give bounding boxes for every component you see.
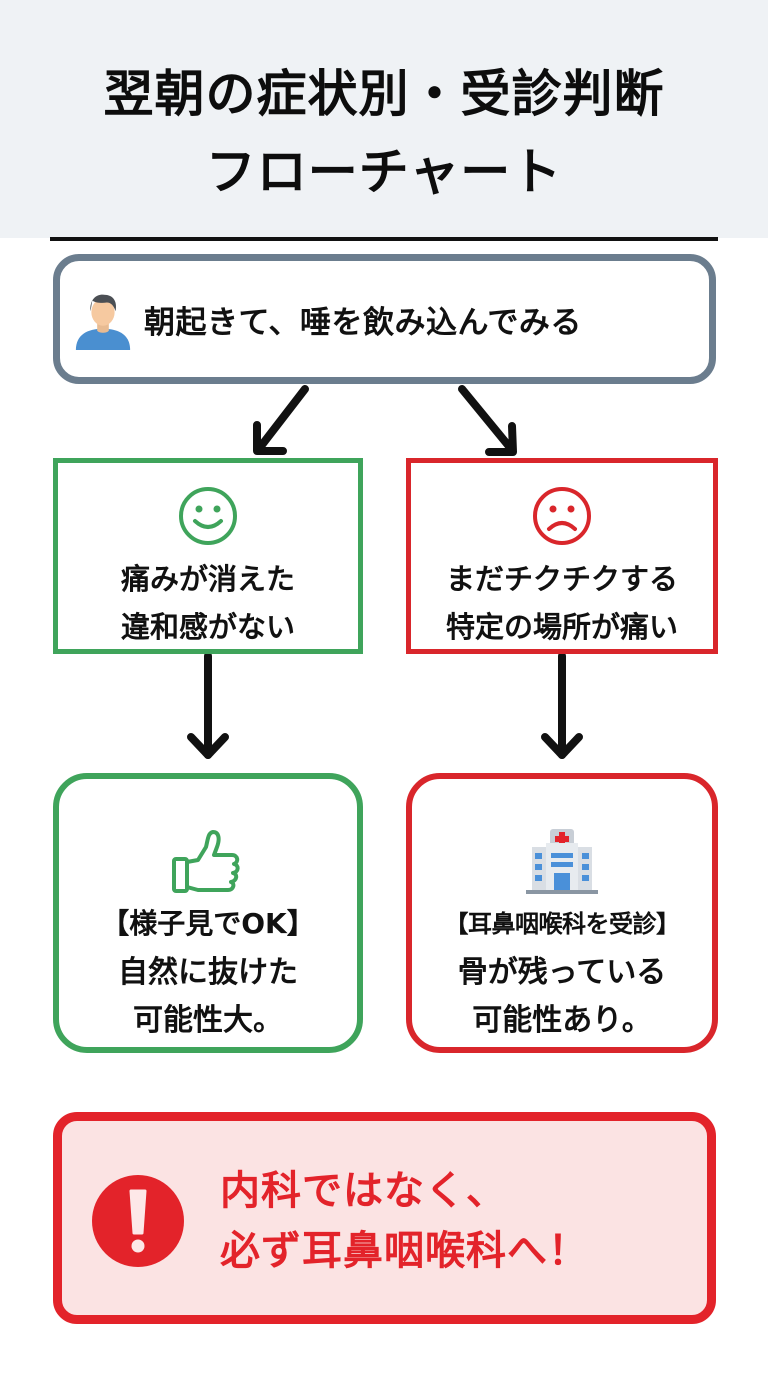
arrow-to-bad-branch <box>458 385 517 456</box>
bad-symptom-line-1: まだチクチクする <box>445 562 678 596</box>
warning-line-2: 必ず耳鼻咽喉科へ！ <box>220 1228 589 1274</box>
good-result-tag: 【様子見でOK】 <box>101 907 315 940</box>
start-node-text: 朝起きて、唾を飲み込んでみる <box>144 304 582 341</box>
exclamation-icon <box>92 1175 184 1267</box>
good-symptom-line-2: 違和感がない <box>120 610 295 644</box>
page-title-line-2: フローチャート <box>205 143 563 201</box>
bad-result-tag: 【耳鼻咽喉科を受診】 <box>444 910 681 938</box>
bad-symptom-box: まだチクチクする 特定の場所が痛い <box>406 458 718 654</box>
bad-result-line-2: 可能性あり。 <box>472 1003 652 1038</box>
good-result-line-2: 可能性大。 <box>133 1003 283 1038</box>
arrow-to-good-branch <box>253 385 309 455</box>
good-result-line-1: 自然に抜けた <box>118 955 298 990</box>
thumbs-up-icon <box>172 830 240 893</box>
good-symptom-line-1: 痛みが消えた <box>120 562 295 596</box>
bad-result-line-1: 骨が残っている <box>457 955 667 990</box>
bad-result-box: 【耳鼻咽喉科を受診】 骨が残っている 可能性あり。 <box>406 773 718 1053</box>
title-divider <box>50 237 718 241</box>
warning-banner: 内科ではなく、 必ず耳鼻咽喉科へ！ <box>53 1112 716 1324</box>
good-result-box: 【様子見でOK】 自然に抜けた 可能性大。 <box>53 773 363 1053</box>
start-node: 朝起きて、唾を飲み込んでみる <box>53 254 716 384</box>
warning-line-1: 内科ではなく、 <box>220 1168 507 1214</box>
good-symptom-box: 痛みが消えた 違和感がない <box>53 458 363 654</box>
arrow-to-good-result <box>187 652 229 759</box>
arrow-to-bad-result <box>541 652 583 759</box>
smiley-face-icon <box>179 487 237 545</box>
bad-symptom-line-2: 特定の場所が痛い <box>445 610 678 644</box>
hospital-icon <box>526 829 598 894</box>
header-band <box>0 0 768 238</box>
sad-face-icon <box>533 487 591 545</box>
page-title-line-1: 翌朝の症状別・受診判断 <box>103 65 665 123</box>
person-icon <box>75 294 131 350</box>
